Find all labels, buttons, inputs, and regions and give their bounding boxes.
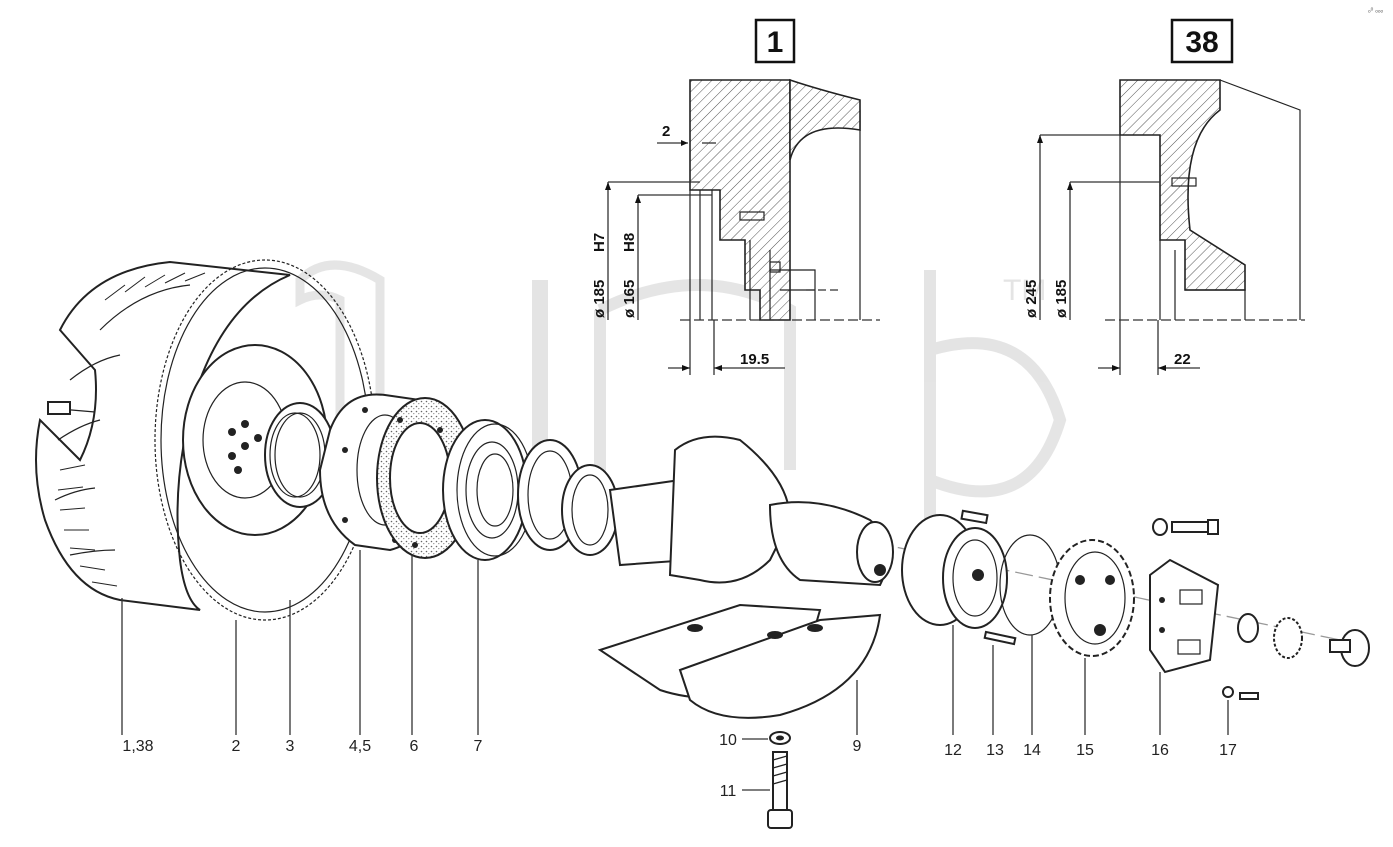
dim-d165-fit: H8	[621, 233, 638, 252]
callout-4-5: 4,5	[349, 738, 371, 755]
bracket	[1149, 558, 1220, 674]
callout-17: 17	[1219, 742, 1237, 759]
corner-mark: ₒᵒ ₒₒₒ	[1368, 7, 1384, 14]
section-38-label: 38	[1185, 26, 1218, 59]
dim-offset-22: 22	[1174, 351, 1191, 368]
dim-d165: ø 165	[621, 280, 638, 318]
section-1-drawing: 1 2 ø 185 H7 ø 165 H8 19.5	[591, 18, 880, 375]
section-38-drawing: 38 ø 245 ø 185 22	[1023, 18, 1305, 375]
callout-1-38: 1,38	[122, 738, 153, 755]
callout-11: 11	[720, 783, 737, 800]
callout-13: 13	[986, 742, 1004, 759]
section-1-label-box	[754, 18, 796, 64]
callout-15: 15	[1076, 742, 1094, 759]
watermark-tm: TM	[1003, 274, 1046, 307]
callout-12: 12	[944, 742, 962, 759]
section-1-label: 1	[767, 26, 784, 59]
callout-6: 6	[410, 738, 419, 755]
pulley	[901, 509, 1008, 629]
callout-10: 10	[719, 732, 737, 749]
callout-3: 3	[286, 738, 295, 755]
callout-14: 14	[1023, 742, 1041, 759]
small-hardware	[1152, 518, 1370, 700]
washer-bolt	[767, 731, 793, 829]
section-38-label-box	[1170, 18, 1234, 64]
leader-lines	[121, 550, 1229, 791]
callout-2: 2	[232, 738, 241, 755]
dim-d185: ø 185	[591, 280, 608, 318]
spacer-rings	[517, 439, 619, 556]
dim-gap-2: 2	[662, 123, 670, 140]
dim-offset-19-5: 19.5	[740, 351, 769, 368]
flywheel-fan-housing	[35, 260, 291, 611]
dim-d185-38: ø 185	[1053, 280, 1070, 318]
seal-ring	[264, 402, 336, 508]
dim-d185-fit: H7	[591, 233, 608, 252]
callout-7: 7	[474, 738, 483, 755]
gasket	[376, 397, 474, 559]
dim-d245: ø 245	[1023, 280, 1040, 318]
main-bearing	[442, 419, 534, 561]
callout-16: 16	[1151, 742, 1169, 759]
crankshaft	[608, 435, 894, 587]
drive-gear	[1049, 539, 1135, 657]
counterweights	[597, 603, 882, 719]
callout-9: 9	[853, 738, 862, 755]
